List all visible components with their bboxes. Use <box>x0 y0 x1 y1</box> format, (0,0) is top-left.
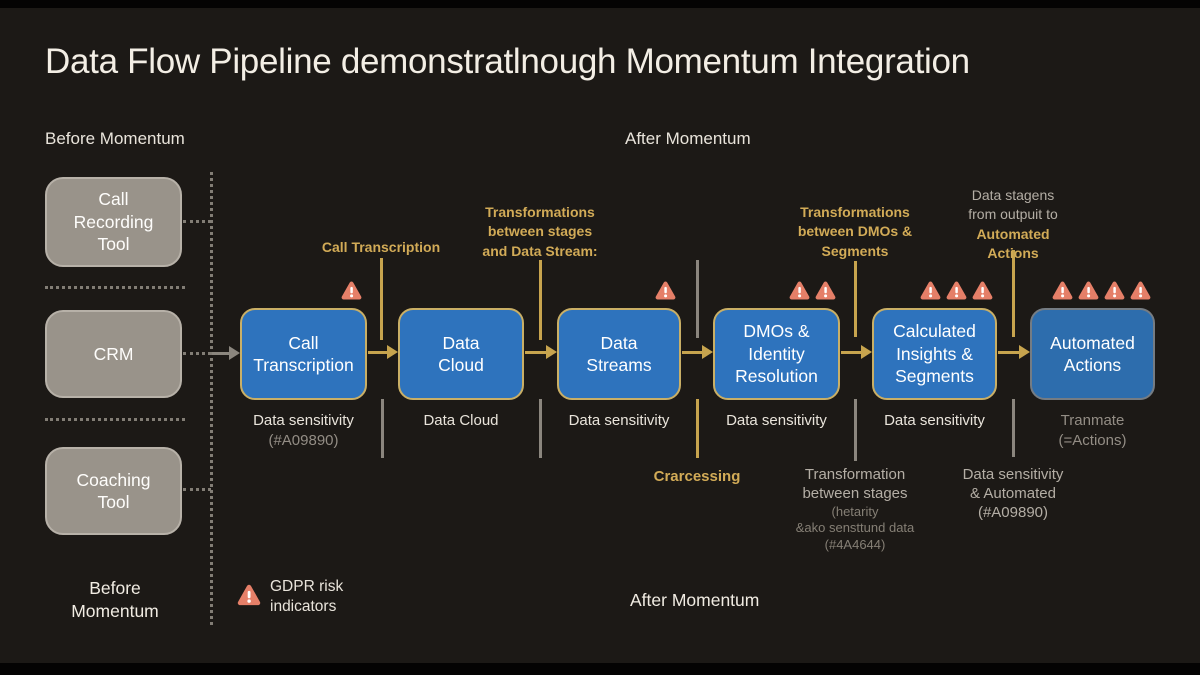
tool-box-call-recording: Call Recording Tool <box>45 177 182 267</box>
warning-triangle-icon <box>972 281 993 300</box>
pipeline-box-call-transcription: Call Transcription <box>240 308 367 400</box>
sublabel-call-transcription: Data sensitivity (#A09890) <box>230 411 377 450</box>
flow-arrow-5 <box>998 351 1019 354</box>
box-sublabel: Data sensitivity <box>884 412 985 429</box>
warning-triangle-icon <box>1104 281 1125 300</box>
pipeline-box-dmos-identity: DMOs & Identity Resolution <box>713 308 840 400</box>
before-momentum-label-top: Before Momentum <box>45 129 185 148</box>
gdpr-warning-icons-data-streams <box>557 279 677 301</box>
before-momentum-label-bottom: Before Momentum <box>71 578 159 621</box>
flow-arrow-4-head <box>861 345 872 359</box>
flow-arrow-2-head <box>546 345 557 359</box>
pipeline-box-data-cloud: Data Cloud <box>398 308 524 400</box>
annotation-data-sensitivity-automated: Data sensitivity & Automated (#A09890) <box>962 466 1064 521</box>
box-sublabel: Tranmate <box>1060 412 1125 429</box>
gdpr-warning-icons-call-transcription <box>240 279 363 301</box>
before-after-dotted-separator <box>210 172 213 625</box>
warning-triangle-icon <box>946 281 967 300</box>
connector-coaching <box>183 488 211 491</box>
tool-box-crm: CRM <box>45 310 182 398</box>
warning-triangle-icon <box>1052 281 1073 300</box>
flow-arrow-3 <box>682 351 702 354</box>
sublabel-automated-actions: Tranmate (=Actions) <box>1020 411 1165 450</box>
sublabel-calculated-insights: Data sensitivity <box>862 411 1007 431</box>
page-title: Data Flow Pipeline demonstratlnough Mome… <box>45 42 970 81</box>
box-sublabel: Data sensitivity <box>253 412 354 429</box>
gdpr-legend-label: GDPR risk indicators <box>270 578 344 615</box>
pipeline-box-calculated-insights: Calculated Insights & Segments <box>872 308 997 400</box>
annotation-transformations-dmos-segments: Transformations between DMOs & Segments <box>797 204 913 259</box>
annotation-line-bottom-1 <box>381 399 384 458</box>
warning-triangle-icon <box>341 281 362 300</box>
divider-dotted-1 <box>45 286 185 289</box>
warning-triangle-icon <box>1078 281 1099 300</box>
annotation-line-top-5 <box>1012 250 1015 337</box>
warning-triangle-icon <box>1130 281 1151 300</box>
box-sublabel: Data sensitivity <box>568 412 670 429</box>
pipeline-box-data-streams: Data Streams <box>557 308 681 400</box>
annotation-main: Transformation between stages <box>802 466 908 502</box>
gdpr-legend-warning-icon <box>236 583 262 607</box>
box-subnote: (#A09890) <box>268 431 339 449</box>
annotation-line-bottom-4 <box>854 399 857 461</box>
sublabel-data-cloud: Data Cloud <box>388 411 534 431</box>
tool-box-coaching: Coaching Tool <box>45 447 182 535</box>
flow-arrow-3-head <box>702 345 713 359</box>
warning-triangle-icon <box>655 281 676 300</box>
after-momentum-label-top: After Momentum <box>625 129 751 148</box>
divider-dotted-2 <box>45 418 185 421</box>
box-subnote: (=Actions) <box>1058 431 1127 449</box>
annotation-call-transcription: Call Transcription <box>321 239 441 255</box>
connector-call-recording <box>183 220 211 223</box>
flow-arrow-5-head <box>1019 345 1030 359</box>
annotation-data-stagens-gray: Data stagens from outpuit to <box>968 187 1058 223</box>
annotation-transformations-stages-stream: Transformations between stages and Data … <box>482 204 598 259</box>
sublabel-dmos: Data sensitivity <box>703 411 850 431</box>
gdpr-warning-icons-dmos <box>713 279 837 301</box>
sublabel-data-streams: Data sensitivity <box>547 411 691 431</box>
warning-triangle-icon <box>920 281 941 300</box>
annotation-line-bottom-2 <box>539 399 542 458</box>
annotation-line-bottom-3 <box>696 399 699 458</box>
box-sublabel: Data Cloud <box>423 412 499 429</box>
warning-triangle-icon <box>789 281 810 300</box>
annotation-sub: (hetarity &ako sensttund data (#4A4644) <box>795 503 915 553</box>
after-momentum-label-bottom: After Momentum <box>630 590 760 610</box>
annotation-line-bottom-5 <box>1012 399 1015 457</box>
annotation-data-stagens: Data stagens from outpuit to Automated A… <box>933 186 1093 263</box>
annotation-transformation-between-stages: Transformation between stages (hetarity … <box>764 466 946 554</box>
gray-arrow-head <box>229 346 240 360</box>
box-sublabel: Data sensitivity <box>726 412 827 429</box>
flow-arrow-1-head <box>387 345 398 359</box>
flow-arrow-4 <box>841 351 861 354</box>
connector-crm <box>183 352 211 355</box>
pipeline-box-automated-actions: Automated Actions <box>1030 308 1155 400</box>
annotation-line-top-1 <box>380 258 383 340</box>
bottom-letterbox-bar <box>0 663 1200 675</box>
annotation-line-top-4 <box>854 261 857 337</box>
gdpr-warning-icons-calculated-insights <box>872 279 994 301</box>
annotation-data-stagens-yellow: Automated Actions <box>976 225 1050 261</box>
gray-arrow-shaft <box>212 352 230 355</box>
gdpr-warning-icons-automated-actions <box>1030 279 1152 301</box>
annotation-line-top-3 <box>696 260 699 338</box>
warning-triangle-icon <box>815 281 836 300</box>
annotation-line-top-2 <box>539 260 542 340</box>
flow-arrow-2 <box>525 351 546 354</box>
top-letterbox-bar <box>0 0 1200 8</box>
annotation-crarcessing: Crarcessing <box>653 468 741 485</box>
flow-arrow-1 <box>368 351 388 354</box>
